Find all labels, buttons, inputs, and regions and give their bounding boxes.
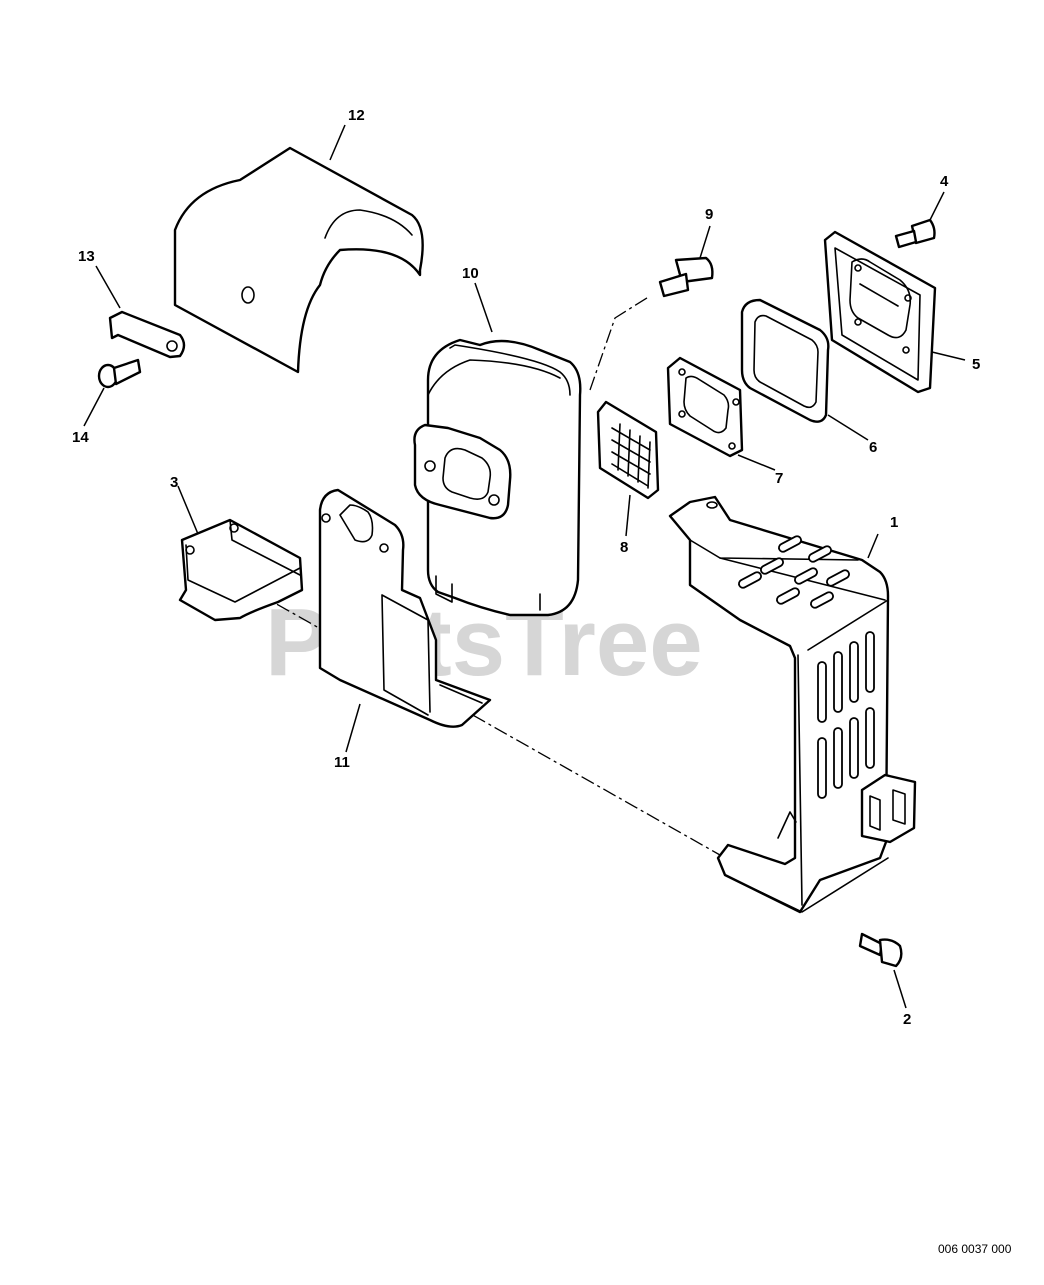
callout-1: 1 <box>890 514 898 531</box>
leader-7 <box>737 454 776 471</box>
bolt-small <box>894 218 936 249</box>
flange-plate <box>666 356 744 458</box>
spark-screen <box>596 400 660 500</box>
leader-6 <box>827 414 869 441</box>
leader-10 <box>474 282 493 333</box>
muffler-bracket <box>668 495 917 914</box>
callout-14: 14 <box>72 429 89 446</box>
callout-2: 2 <box>903 1011 911 1028</box>
screw <box>97 358 142 389</box>
strap-bracket <box>108 310 186 359</box>
drawing-code: 006 0037 000 <box>938 1242 1012 1256</box>
leader-2 <box>893 969 907 1009</box>
bolt <box>658 256 714 298</box>
leader-14 <box>83 387 105 427</box>
bracket-small <box>178 518 304 622</box>
bolt-centerline <box>589 295 651 391</box>
callout-9: 9 <box>705 206 713 223</box>
gasket-large <box>740 298 830 423</box>
leader-13 <box>95 265 121 309</box>
leader-11 <box>345 703 361 753</box>
callout-11: 11 <box>334 754 350 771</box>
callout-6: 6 <box>869 439 877 456</box>
leader-12 <box>329 124 346 161</box>
leader-4 <box>929 191 945 221</box>
bolt-bottom <box>858 932 903 968</box>
leader-5 <box>931 351 966 361</box>
muffler <box>413 338 582 617</box>
leader-9 <box>699 225 711 259</box>
heat-shield-cover <box>173 146 424 374</box>
callout-5: 5 <box>972 356 980 373</box>
callout-4: 4 <box>940 173 949 190</box>
callout-3: 3 <box>170 474 178 491</box>
leader-3 <box>177 485 199 535</box>
callout-13: 13 <box>78 248 95 265</box>
leader-1 <box>867 533 879 559</box>
callout-12: 12 <box>348 107 365 124</box>
callout-7: 7 <box>775 470 783 487</box>
leader-8 <box>625 494 631 537</box>
callout-10: 10 <box>462 265 479 282</box>
exhaust-gasket-plate <box>318 488 492 728</box>
callout-8: 8 <box>620 539 628 556</box>
frame-cover <box>823 230 937 394</box>
